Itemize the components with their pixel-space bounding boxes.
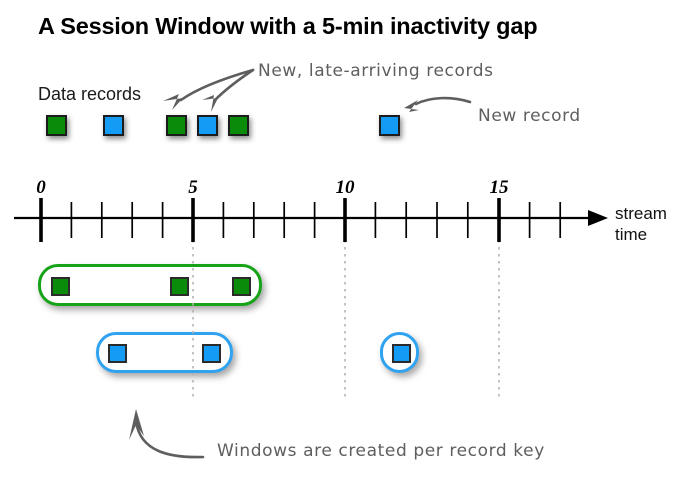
new-record-note: New record [478, 106, 581, 126]
arrow-late-records-1 [179, 68, 255, 102]
window-record-square [51, 277, 70, 296]
window-record-square [232, 277, 251, 296]
window-record-square [202, 344, 221, 363]
data-record-square [197, 115, 218, 136]
late-arriving-records-note: New, late-arriving records [258, 61, 494, 81]
axis-tick-label-10: 10 [335, 177, 355, 198]
axis-major-ticks [39, 198, 501, 242]
axis-tick-label-0: 0 [36, 177, 46, 198]
arrow-head-windows-note [129, 409, 144, 440]
windows-per-key-note: Windows are created per record key [217, 441, 545, 461]
session-window-blue-second [380, 332, 419, 373]
arrow-head-late-2 [202, 95, 218, 112]
data-record-square [166, 115, 187, 136]
window-record-square [108, 344, 127, 363]
data-records-label: Data records [38, 84, 142, 104]
axis-caption-time: time [615, 225, 648, 244]
window-record-square [170, 277, 189, 296]
arrow-late-records-2 [213, 68, 255, 102]
data-record-square [46, 115, 67, 136]
axis-tick-label-15: 15 [489, 177, 509, 198]
data-record-square [379, 115, 400, 136]
window-record-square [392, 344, 411, 363]
page-title: A Session Window with a 5-min inactivity… [38, 13, 538, 39]
arrow-new-record [414, 96, 472, 106]
axis-minor-ticks [70, 202, 562, 238]
arrow-windows-note [134, 419, 205, 459]
data-record-square [228, 115, 249, 136]
data-record-square [103, 115, 124, 136]
axis-tick-label-5: 5 [188, 177, 198, 198]
arrow-head-late-1 [163, 94, 183, 110]
session-window-green [38, 264, 262, 306]
axis-arrow-head [588, 210, 608, 226]
axis-caption-stream: stream [615, 204, 667, 223]
arrow-head-new-record [404, 100, 419, 112]
session-window-blue-first [96, 332, 233, 373]
